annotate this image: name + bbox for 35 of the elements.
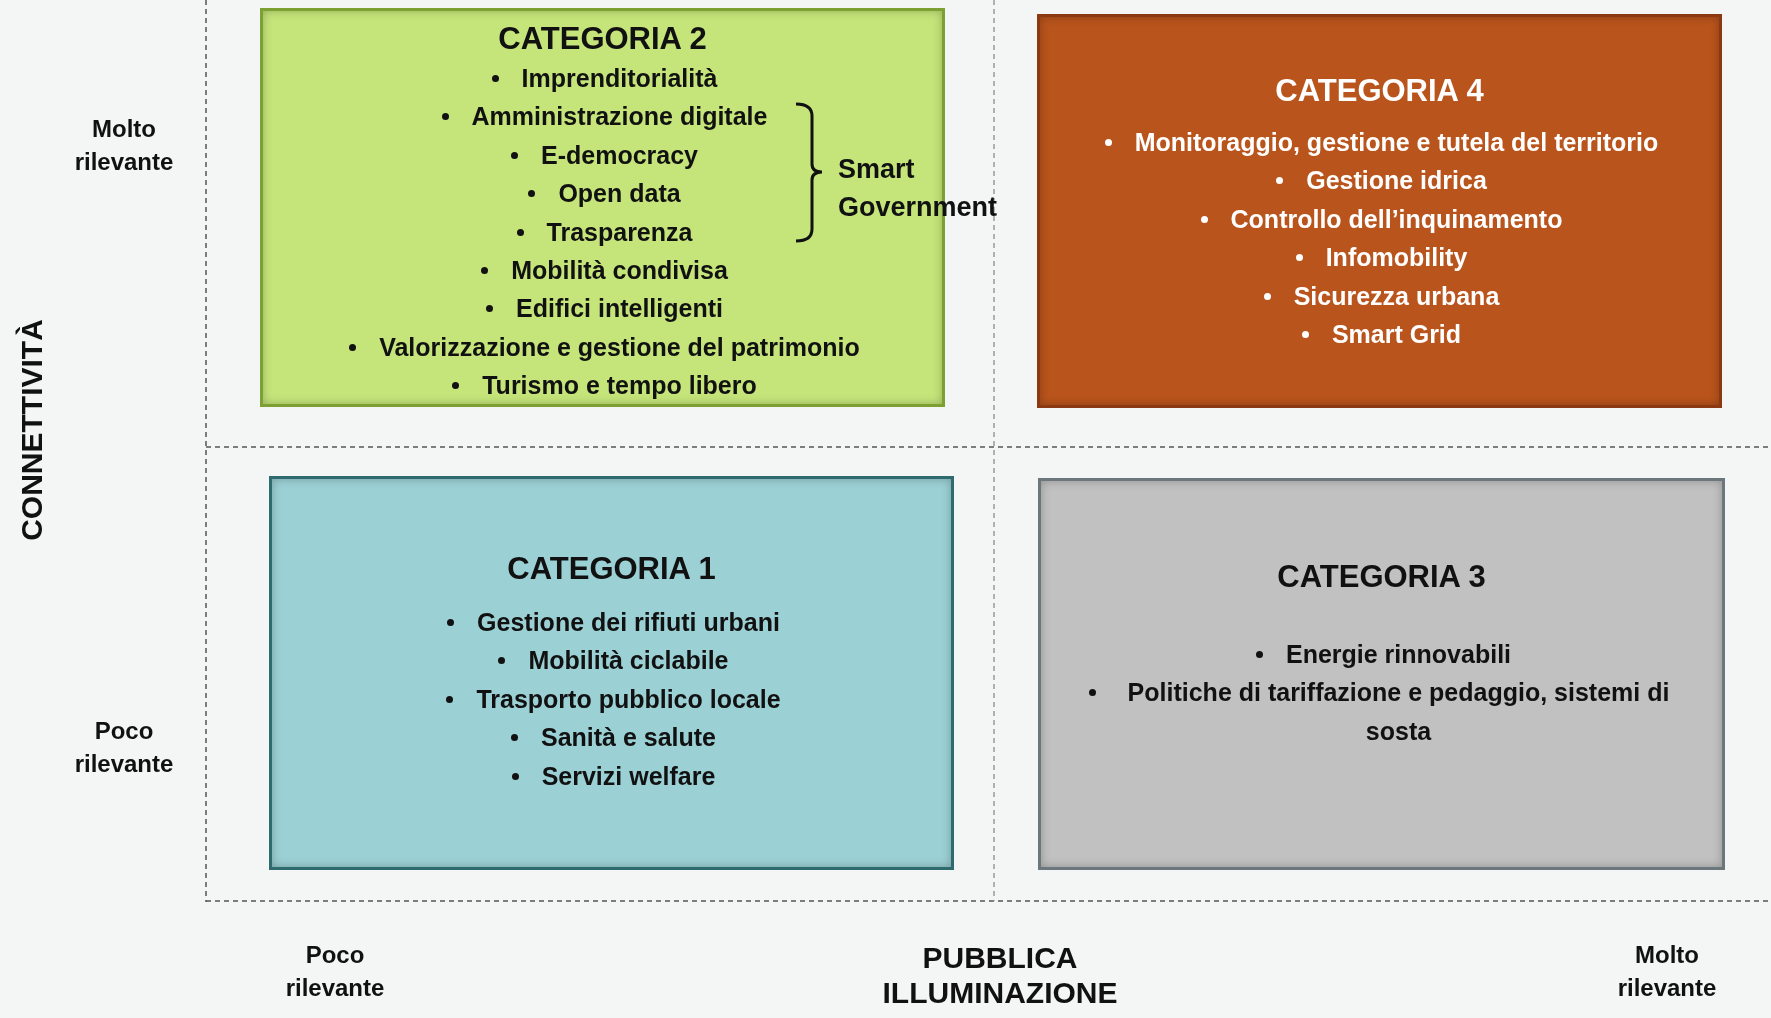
category-heading: CATEGORIA 1 <box>507 550 716 588</box>
axis-tick-label: Poco rilevante <box>73 716 175 779</box>
axis-tick-label: Molto rilevante <box>73 114 175 177</box>
bullet-item: Sanità e salute <box>506 718 717 757</box>
bullet-item: Controllo dell’inquinamento <box>1196 199 1563 239</box>
bullet-item: Trasparenza <box>512 212 693 252</box>
category-box <box>1037 14 1722 408</box>
bullet-item: E-democracy <box>507 135 698 175</box>
axis-tick-label: Molto rilevante <box>1616 940 1718 1003</box>
bullet-item: Politiche di tariffazione e pedaggio, sistemi di sosta <box>1084 673 1679 751</box>
bullet-item: Gestione dei rifiuti urbani <box>443 603 780 642</box>
bullet-item: Monitoraggio, gestione e tutela del territorio <box>1100 123 1659 162</box>
category-heading: CATEGORIA 3 <box>1277 558 1486 596</box>
bullet-item: Mobilità condivisa <box>477 251 728 290</box>
axis-tick-label: Poco rilevante <box>284 940 386 1003</box>
bullet-item: Gestione idrica <box>1272 161 1487 200</box>
category-heading: CATEGORIA 2 <box>498 20 707 58</box>
bullet-item: Trasporto pubblico locale <box>442 679 781 719</box>
bullet-item: Open data <box>524 174 681 213</box>
category-heading: CATEGORIA 4 <box>1275 72 1484 110</box>
bullet-item: Servizi welfare <box>507 756 716 796</box>
bullet-item: Valorizzazione e gestione del patrimonio <box>345 327 860 367</box>
axis-title: CONNETTIVITÀ <box>14 319 49 541</box>
bullet-item: Turismo e tempo libero <box>448 366 757 405</box>
bullet-item: Sicurezza urbana <box>1259 276 1500 316</box>
bullet-item: Mobilità ciclabile <box>494 641 729 680</box>
category-box <box>269 476 954 870</box>
bullet-item: Edifici intelligenti <box>482 289 723 328</box>
bullet-item: Imprenditorialità <box>487 59 718 98</box>
bullet-item: Amministrazione digitale <box>437 97 768 136</box>
bullet-item: Energie rinnovabili <box>1251 635 1512 674</box>
category-box <box>1038 478 1725 870</box>
bullet-item: Smart Grid <box>1297 315 1462 354</box>
axis-title: PUBBLICA ILLUMINAZIONE <box>881 940 1119 1010</box>
bullet-item: Infomobility <box>1291 238 1468 277</box>
